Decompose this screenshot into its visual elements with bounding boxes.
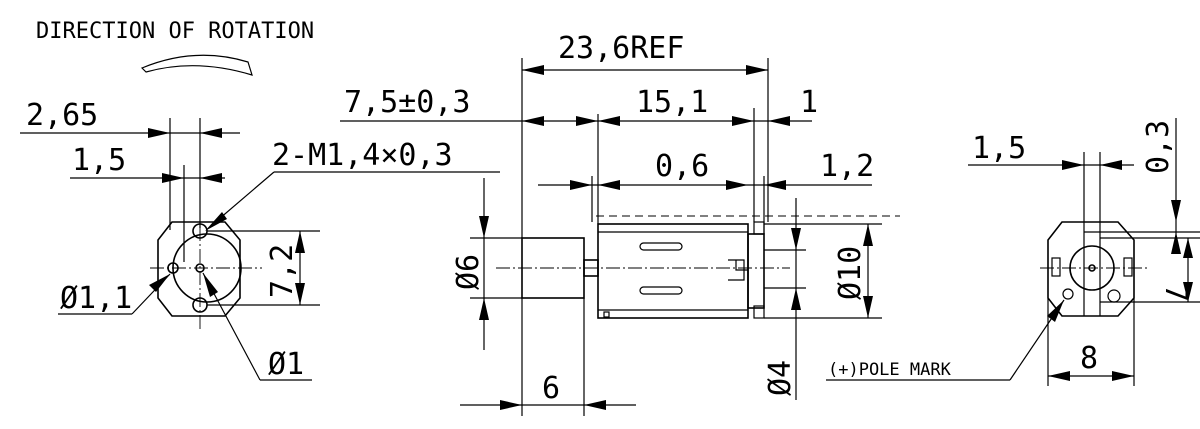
terminal-right: [1123, 257, 1133, 277]
dim-23-6-ref: 23,6REF: [558, 31, 684, 66]
terminal-left: [1051, 257, 1061, 277]
dim-7-2: 7,2: [265, 244, 300, 298]
dim-1-5-right: 1,5: [972, 131, 1026, 166]
dim-8: 8: [1080, 341, 1098, 376]
rear-hole-right: [1107, 289, 1121, 303]
pole-mark-side: [603, 311, 610, 318]
left-end-view: DIRECTION OF ROTATION 2,65 1,5 2-M1,4×0,…: [20, 19, 500, 382]
dim-7: 7: [1158, 284, 1193, 302]
dim-1-2: 1,2: [820, 149, 874, 184]
can-slot-top: [639, 242, 683, 251]
dim-dia-4: Ø4: [763, 360, 798, 396]
pole-mark-label: (+)POLE MARK: [828, 360, 952, 380]
end-housing-outline: [157, 221, 241, 317]
terminal-bottom: [753, 305, 765, 319]
right-end-view: 1,5 0,3 7 8 (+)POLE MARK: [826, 118, 1200, 386]
dim-dia-6: Ø6: [451, 254, 486, 290]
dim-2-65: 2,65: [26, 98, 98, 133]
dim-1-5-left: 1,5: [72, 143, 126, 178]
terminal-top: [753, 221, 765, 235]
side-view: 23,6REF 7,5±0,3 15,1 1 0,6 1,2 Ø6: [340, 31, 900, 416]
pole-mark-circle: [1062, 288, 1074, 300]
dim-0-6: 0,6: [655, 149, 709, 184]
dim-6: 6: [542, 371, 560, 406]
dim-dia-1: Ø1: [268, 347, 304, 382]
dim-7-5: 7,5±0,3: [344, 85, 470, 120]
dim-dia-1-1: Ø1,1: [60, 281, 132, 316]
terminal-tabs: [728, 259, 748, 281]
dim-0-3: 0,3: [1141, 120, 1176, 174]
motor-can: [597, 223, 749, 319]
rotation-arrow: [140, 54, 253, 76]
can-slot-bottom: [639, 286, 683, 295]
rear-housing-outline: [1047, 221, 1135, 317]
dim-15-1: 15,1: [636, 85, 708, 120]
dim-dia-10: Ø10: [833, 246, 868, 300]
dim-1: 1: [800, 85, 818, 120]
dim-thread: 2-M1,4×0,3: [272, 138, 453, 173]
end-cap: [747, 233, 765, 309]
direction-label: DIRECTION OF ROTATION: [36, 19, 314, 44]
